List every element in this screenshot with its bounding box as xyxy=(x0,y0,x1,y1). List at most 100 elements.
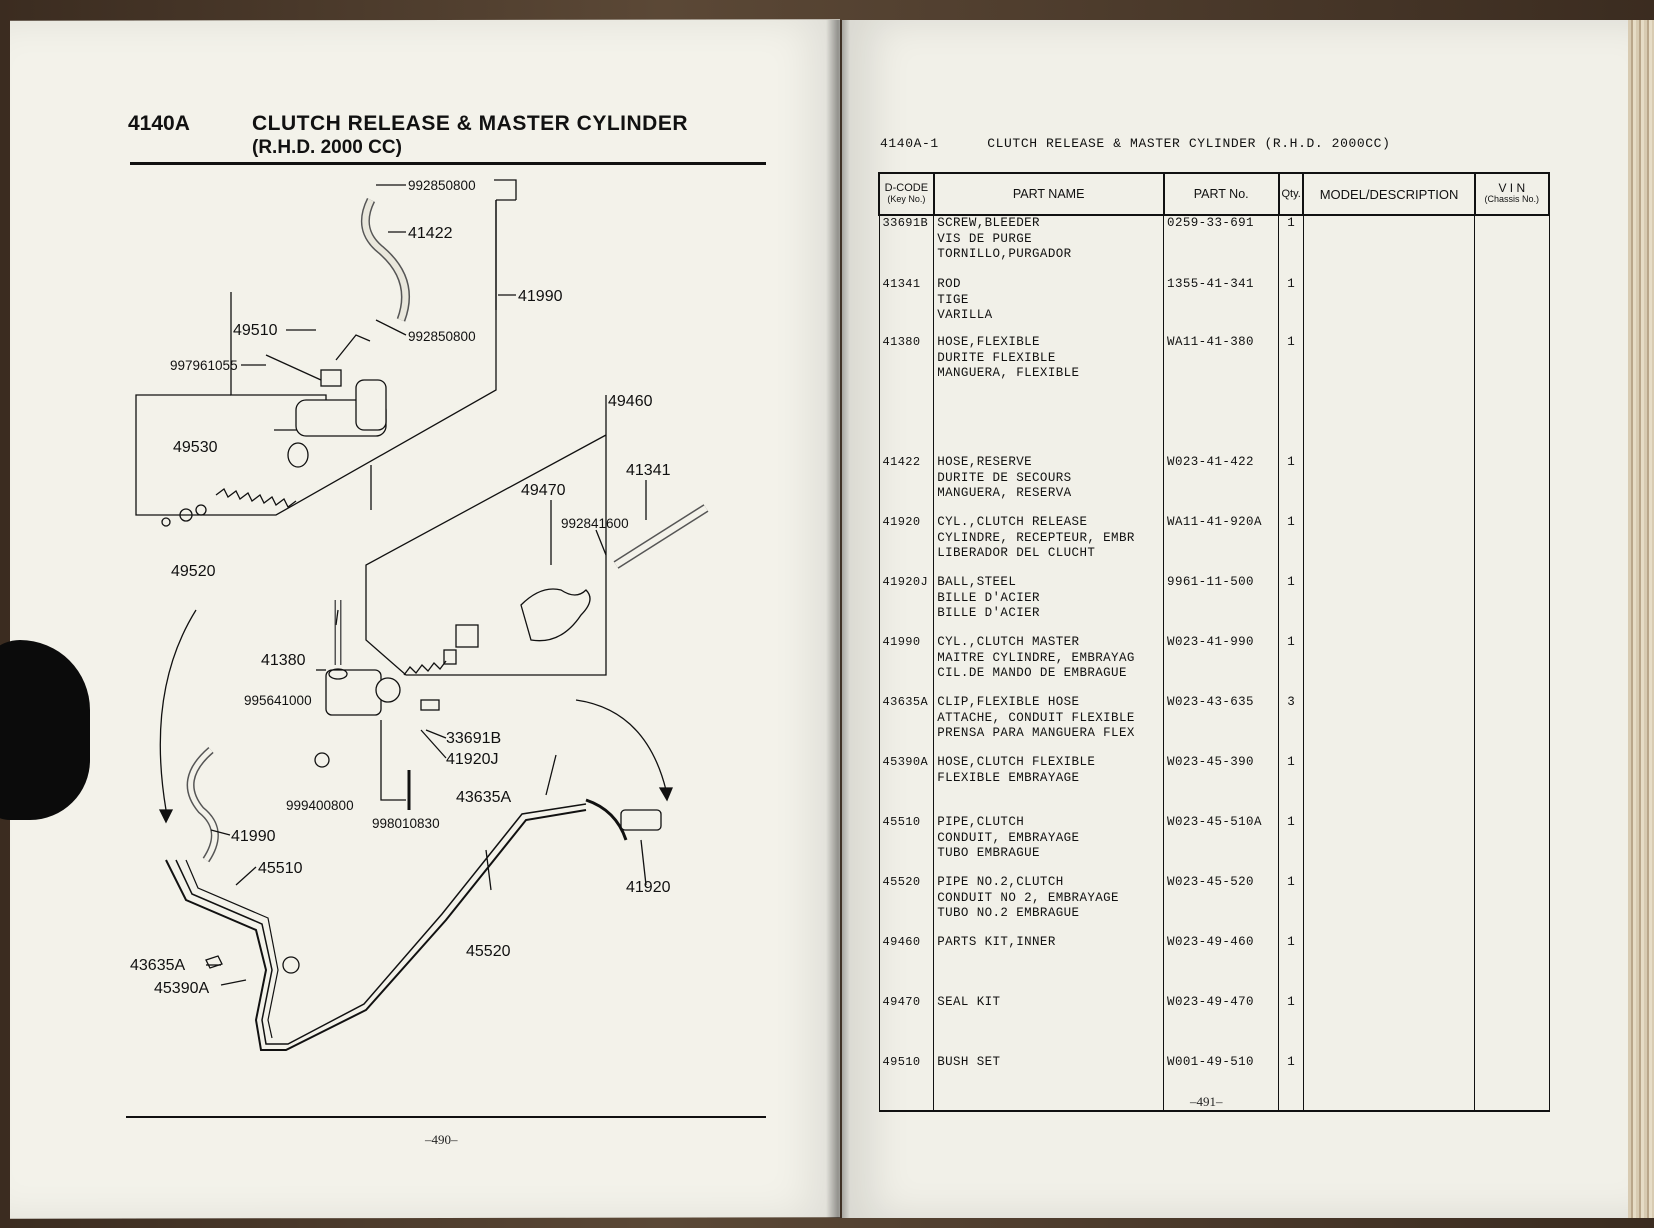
callout-label: 41990 xyxy=(518,288,563,305)
cell-model xyxy=(1302,995,1476,1055)
cell-model xyxy=(1302,755,1476,815)
cell-dcode: 41380 xyxy=(878,335,935,455)
col-part-name: PART NAME xyxy=(932,172,1165,216)
callout-label: 41920 xyxy=(626,879,671,896)
part-name-line: CYLINDRE, RECEPTEUR, EMBR xyxy=(937,530,1135,545)
callout-label: 997961055 xyxy=(170,358,238,373)
callout-label: 33691B xyxy=(446,730,501,747)
cell-dcode: 33691B xyxy=(878,215,935,277)
cell-part-no: WA11-41-380 xyxy=(1163,335,1280,455)
cell-qty: 1 xyxy=(1278,935,1304,995)
cell-qty: 1 xyxy=(1278,515,1304,575)
page-number-right: –491– xyxy=(1190,1094,1223,1109)
cell-dcode: 49460 xyxy=(878,935,935,995)
cell-model xyxy=(1302,575,1476,635)
exploded-parts-diagram: 992850800 41422 41990 49510 992850800 99… xyxy=(130,178,709,1051)
part-name-line: TUBO NO.2 EMBRAGUE xyxy=(937,906,1080,920)
cell-model xyxy=(1302,1055,1476,1112)
cell-model xyxy=(1302,815,1476,875)
callout-label: 999400800 xyxy=(286,798,354,813)
cell-dcode: 41920 xyxy=(878,515,935,575)
callout-label: 49470 xyxy=(521,482,566,499)
section-code: 4140A xyxy=(128,112,190,135)
part-name-line: CIL.DE MANDO DE EMBRAGUE xyxy=(937,666,1127,680)
callout-label: 998010830 xyxy=(372,816,440,831)
page-stack-edge xyxy=(1628,20,1654,1218)
cell-part-no: W023-45-510A xyxy=(1163,815,1280,875)
cell-qty: 1 xyxy=(1278,277,1304,335)
cell-part-no: W023-43-635 xyxy=(1163,695,1280,755)
thumb-holding-page xyxy=(0,640,90,820)
part-name-line: PARTS KIT,INNER xyxy=(937,935,1056,949)
part-name-line: ATTACHE, CONDUIT FLEXIBLE xyxy=(937,710,1135,725)
cell-model xyxy=(1302,635,1476,695)
cell-vin xyxy=(1474,515,1550,575)
callout-label: 45510 xyxy=(258,860,303,877)
cell-qty: 1 xyxy=(1278,335,1304,455)
cell-vin xyxy=(1474,215,1550,277)
cell-dcode: 45520 xyxy=(878,875,935,935)
part-name-line: HOSE,RESERVE xyxy=(937,455,1033,469)
part-name-line: VIS DE PURGE xyxy=(937,231,1033,246)
cell-model xyxy=(1302,515,1476,575)
table-title: CLUTCH RELEASE & MASTER CYLINDER (R.H.D.… xyxy=(987,136,1391,151)
cell-qty: 1 xyxy=(1278,875,1304,935)
part-name-line: TIGE xyxy=(937,292,969,307)
table-header-row: D-CODE (Key No.) PART NAME PART No. Qty.… xyxy=(878,172,1551,216)
cell-vin xyxy=(1474,935,1550,995)
cell-dcode: 41422 xyxy=(878,455,935,515)
cell-dcode: 43635A xyxy=(878,695,935,755)
callout-label: 992850800 xyxy=(408,178,476,193)
callout-label: 41422 xyxy=(408,225,453,242)
col-qty: Qty. xyxy=(1277,172,1305,216)
cell-vin xyxy=(1474,815,1550,875)
callout-label: 41920J xyxy=(446,751,499,768)
part-name-line: CYL.,CLUTCH MASTER xyxy=(937,635,1080,649)
cell-model xyxy=(1302,695,1476,755)
book-spine xyxy=(826,20,850,1218)
callout-label: 45520 xyxy=(466,943,511,960)
part-name-line: BILLE D'ACIER xyxy=(937,606,1040,620)
cell-dcode: 45510 xyxy=(878,815,935,875)
cell-vin xyxy=(1474,995,1550,1055)
cell-part-no: 0259-33-691 xyxy=(1163,215,1280,277)
parts-table: D-CODE (Key No.) PART NAME PART No. Qty.… xyxy=(878,172,1551,1112)
cell-part-no: 9961-11-500 xyxy=(1163,575,1280,635)
cell-qty: 1 xyxy=(1278,215,1304,277)
cell-part-no: 1355-41-341 xyxy=(1163,277,1280,335)
cell-dcode: 45390A xyxy=(878,755,935,815)
bottom-rule xyxy=(126,1116,766,1118)
col-vin: V I N (Chassis No.) xyxy=(1473,172,1551,216)
cell-dcode: 49510 xyxy=(878,1055,935,1112)
col-model-description: MODEL/DESCRIPTION xyxy=(1302,172,1476,216)
page-number-left: –490– xyxy=(425,1132,458,1147)
cell-model xyxy=(1302,335,1476,455)
callout-label: 49460 xyxy=(608,393,653,410)
callout-label: 992850800 xyxy=(408,329,476,344)
callout-label: 992841600 xyxy=(561,516,629,531)
cell-dcode: 41990 xyxy=(878,635,935,695)
part-name-line: LIBERADOR DEL CLUCHT xyxy=(937,546,1096,560)
cell-dcode: 41920J xyxy=(878,575,935,635)
cell-qty: 1 xyxy=(1278,635,1304,695)
part-name-line: VARILLA xyxy=(937,308,993,322)
cell-vin xyxy=(1474,635,1550,695)
cell-vin xyxy=(1474,755,1550,815)
cell-qty: 1 xyxy=(1278,815,1304,875)
cell-vin xyxy=(1474,1055,1550,1112)
part-name-line: PRENSA PARA MANGUERA FLEX xyxy=(937,726,1135,740)
